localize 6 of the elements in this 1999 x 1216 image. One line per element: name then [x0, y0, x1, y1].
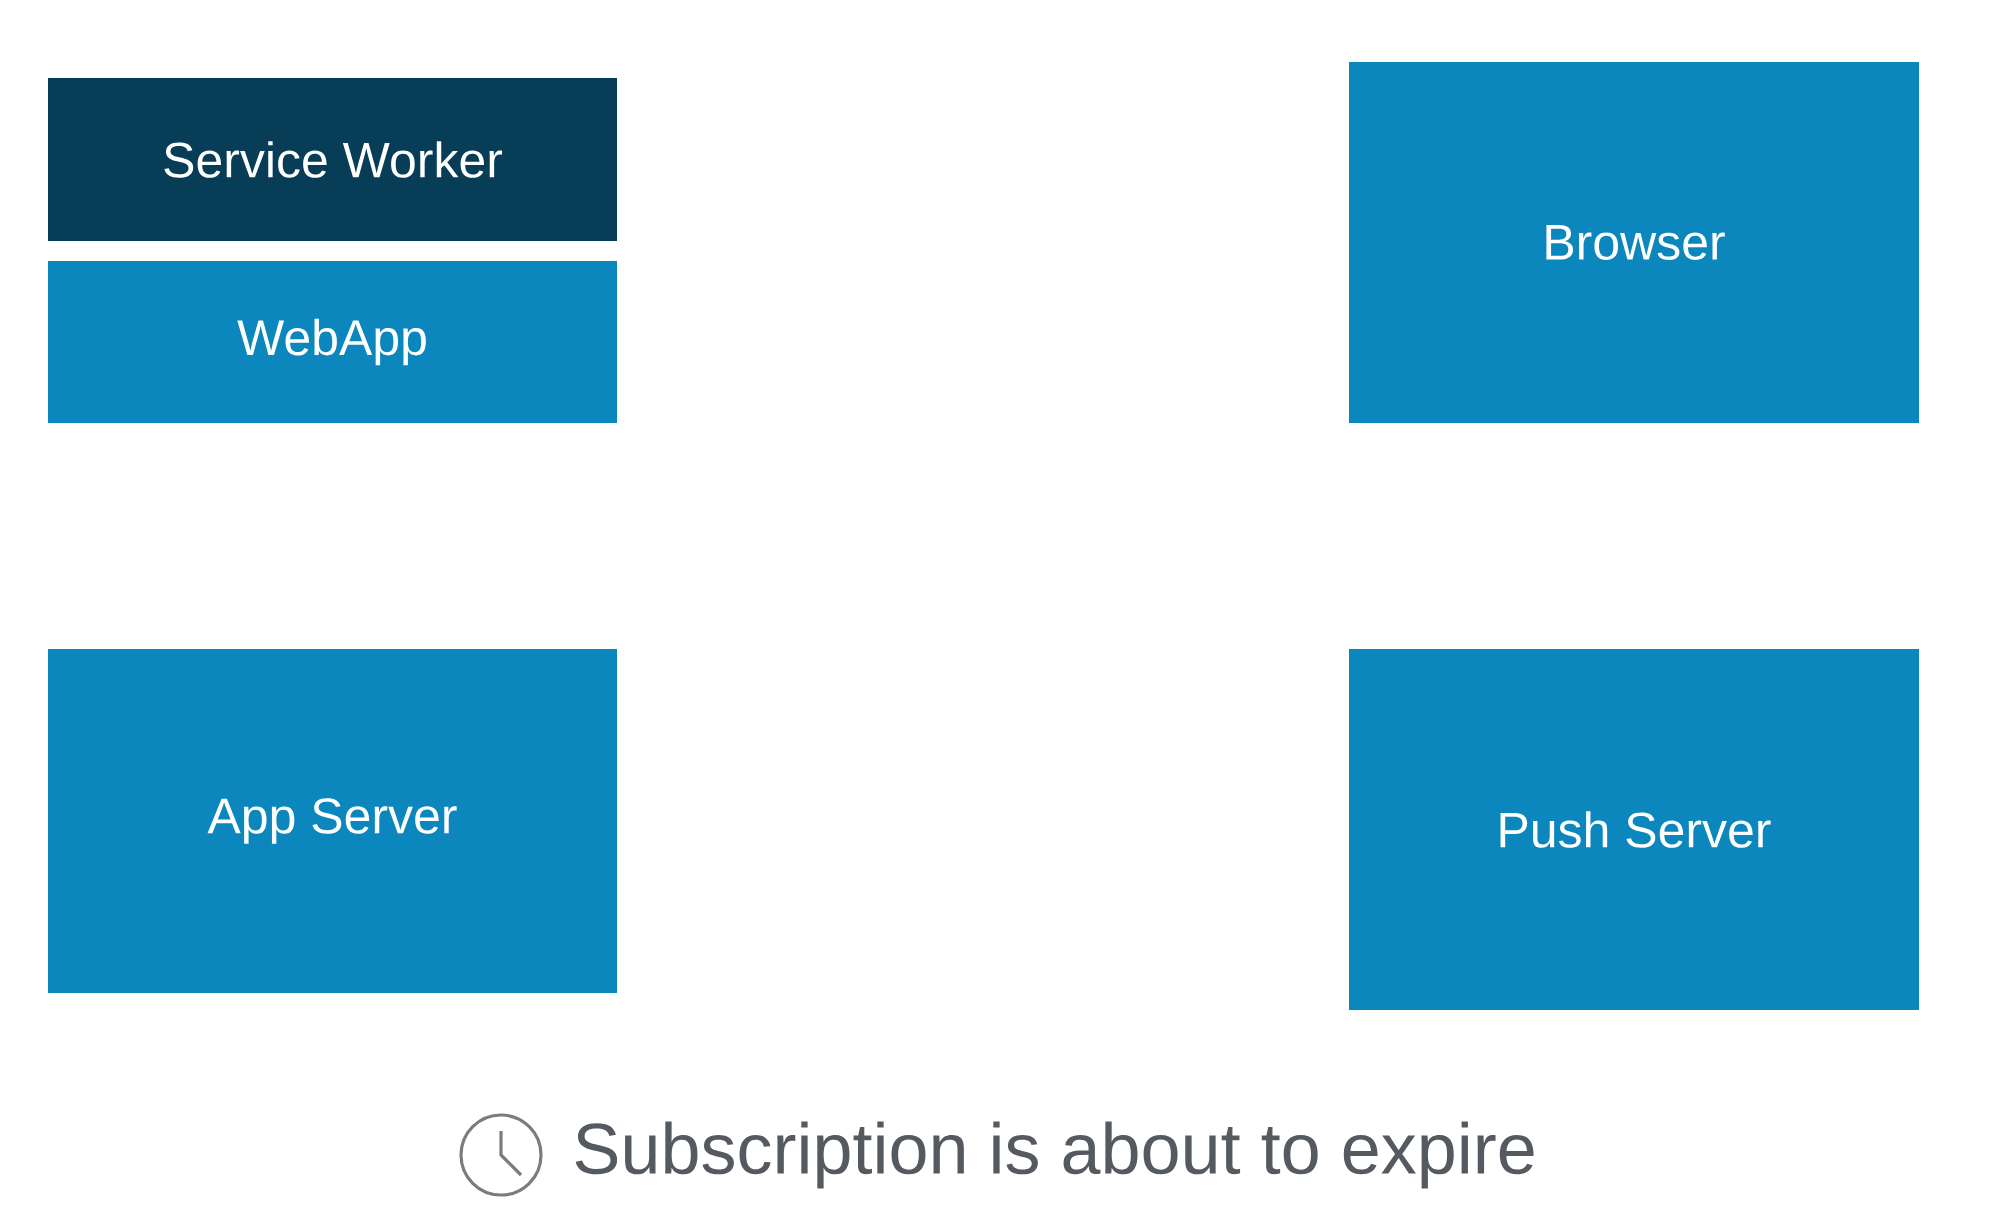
- process-box: WebApp: [48, 261, 617, 423]
- process-box: Service Worker: [48, 78, 617, 241]
- process-box: Push Server: [1349, 649, 1919, 1010]
- caption: Subscription is about to expire: [575, 1121, 1534, 1189]
- process-box: Browser: [1349, 62, 1919, 423]
- process-box: App Server: [48, 649, 617, 993]
